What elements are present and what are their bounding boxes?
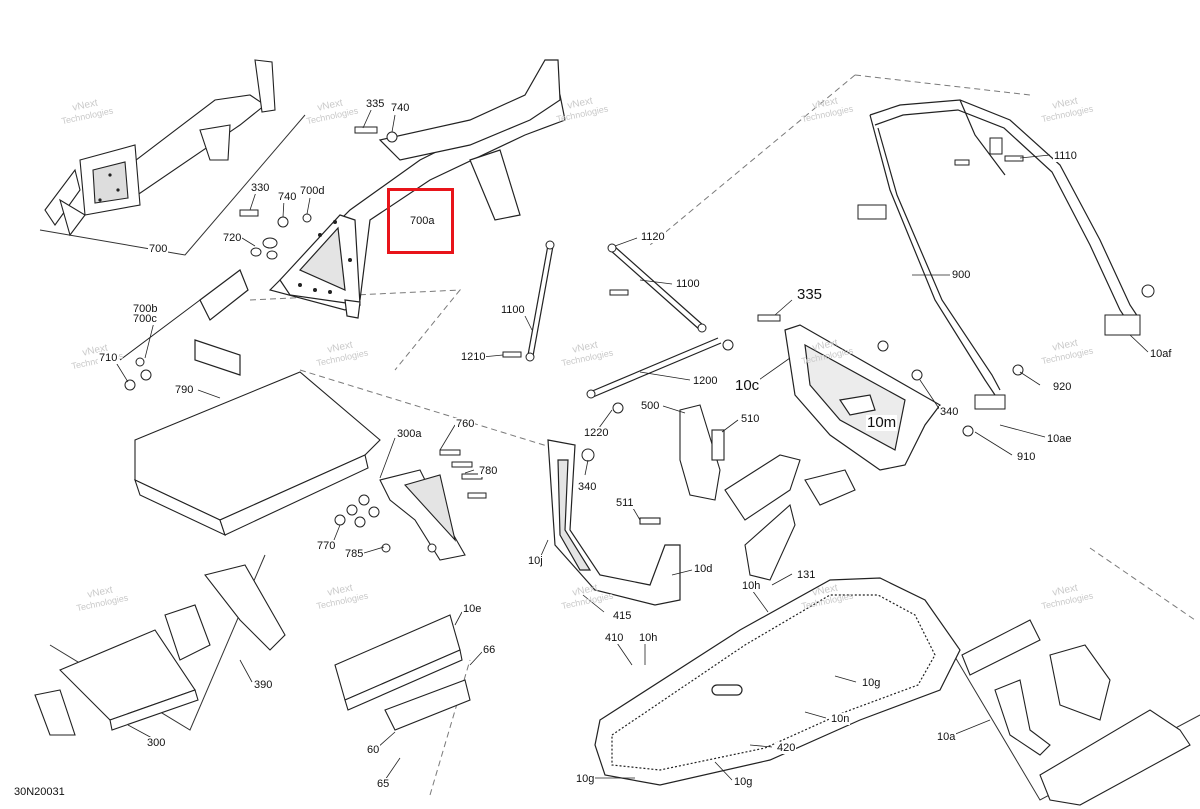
callout-740[interactable]: 740 xyxy=(277,191,298,203)
callout-770[interactable]: 770 xyxy=(316,540,337,552)
callout-10j[interactable]: 10j xyxy=(527,555,544,567)
callout-700a[interactable]: 700a xyxy=(409,215,436,227)
callout-335[interactable]: 335 xyxy=(796,286,824,303)
callout-510[interactable]: 510 xyxy=(740,413,761,425)
rod-ends xyxy=(502,240,734,462)
roll-cage-900 xyxy=(869,99,1141,396)
callout-10g[interactable]: 10g xyxy=(861,677,882,689)
highlight-box xyxy=(387,188,454,254)
callout-410[interactable]: 410 xyxy=(604,632,625,644)
callout-1100[interactable]: 1100 xyxy=(675,278,701,290)
callout-1200[interactable]: 1200 xyxy=(692,375,719,387)
callout-1100[interactable]: 1100 xyxy=(500,304,526,316)
callout-131[interactable]: 131 xyxy=(796,569,817,581)
frame-700 xyxy=(44,59,276,237)
callout-60[interactable]: 60 xyxy=(366,744,381,756)
detail-10a xyxy=(961,619,1191,806)
brackets-500-510 xyxy=(639,404,856,581)
callout-700c[interactable]: 700c xyxy=(132,313,158,325)
bracket-300a xyxy=(379,469,466,561)
callout-10h[interactable]: 10h xyxy=(638,632,659,644)
callout-1210[interactable]: 1210 xyxy=(460,351,487,363)
panel-10e xyxy=(334,614,471,731)
panel-300 xyxy=(34,564,286,736)
callout-10e[interactable]: 10e xyxy=(462,603,483,615)
callout-10g[interactable]: 10g xyxy=(575,773,596,785)
callout-10n[interactable]: 10n xyxy=(830,713,851,725)
callout-900[interactable]: 900 xyxy=(951,269,972,281)
front-panel-10c xyxy=(784,324,941,471)
leader-lines xyxy=(111,107,1149,781)
callout-700d[interactable]: 700d xyxy=(299,185,326,197)
detail-outline-700 xyxy=(39,114,306,256)
callout-740[interactable]: 740 xyxy=(390,102,411,114)
frame-700a xyxy=(194,59,566,376)
skid-plate-790 xyxy=(134,371,381,537)
callout-1220[interactable]: 1220 xyxy=(583,427,610,439)
relation-line xyxy=(429,659,471,796)
callout-10a[interactable]: 10a xyxy=(936,731,957,743)
callout-700b[interactable]: 700b xyxy=(132,303,159,315)
callout-780[interactable]: 780 xyxy=(478,465,499,477)
fasteners-front-panel xyxy=(757,314,923,381)
frame-holes xyxy=(98,173,352,294)
callout-10c[interactable]: 10c xyxy=(734,377,761,394)
callout-340[interactable]: 340 xyxy=(939,406,960,418)
callout-760[interactable]: 760 xyxy=(455,418,476,430)
callout-10d[interactable]: 10d xyxy=(693,563,714,575)
callout-10af[interactable]: 10af xyxy=(1149,348,1173,360)
front-bumper-10d xyxy=(547,439,681,606)
callout-920[interactable]: 920 xyxy=(1052,381,1073,393)
diagram-code: 30N20031 xyxy=(14,786,65,798)
rods xyxy=(527,244,722,398)
relation-line xyxy=(299,369,561,451)
callout-65[interactable]: 65 xyxy=(376,778,391,790)
callout-10ae[interactable]: 10ae xyxy=(1046,433,1073,445)
callout-1120[interactable]: 1120 xyxy=(640,231,666,243)
callout-790[interactable]: 790 xyxy=(174,384,195,396)
callout-415[interactable]: 415 xyxy=(612,610,633,622)
callout-500[interactable]: 500 xyxy=(640,400,661,412)
callout-511[interactable]: 511 xyxy=(615,497,635,509)
callout-10h[interactable]: 10h xyxy=(741,580,762,592)
callout-910[interactable]: 910 xyxy=(1016,451,1037,463)
relation-line xyxy=(1089,547,1196,621)
relation-line xyxy=(854,74,1031,96)
callout-340[interactable]: 340 xyxy=(577,481,598,493)
callout-10m[interactable]: 10m xyxy=(866,414,898,431)
relation-line xyxy=(649,74,856,246)
callout-10g[interactable]: 10g xyxy=(733,776,754,788)
callout-390[interactable]: 390 xyxy=(253,679,274,691)
callout-66[interactable]: 66 xyxy=(482,644,497,656)
callout-710[interactable]: 710 xyxy=(98,352,119,364)
callout-785[interactable]: 785 xyxy=(344,548,365,560)
roll-cage-mounts xyxy=(857,137,1155,437)
callout-420[interactable]: 420 xyxy=(776,742,797,754)
callout-700[interactable]: 700 xyxy=(148,243,169,255)
callout-335[interactable]: 335 xyxy=(365,98,386,110)
callout-720[interactable]: 720 xyxy=(222,232,243,244)
callout-300[interactable]: 300 xyxy=(146,737,167,749)
callout-300a[interactable]: 300a xyxy=(396,428,423,440)
fasteners-upper-left xyxy=(119,126,398,391)
floor-pan xyxy=(594,577,961,786)
callout-1110[interactable]: 1110 xyxy=(1053,150,1078,162)
callout-330[interactable]: 330 xyxy=(250,182,271,194)
